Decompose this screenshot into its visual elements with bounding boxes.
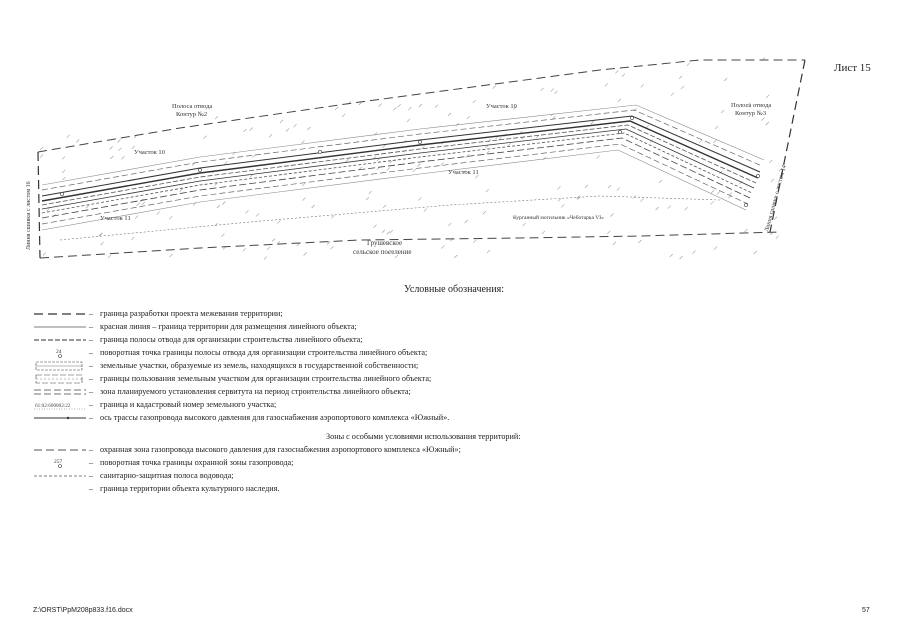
legend-item-usage-boundary: – границы пользования земельным участком…	[34, 374, 874, 386]
section-11-label-a: Участок 11	[448, 169, 479, 176]
legend-item-strip-boundary: – граница полосы отвода для организации …	[34, 335, 363, 344]
turning-points	[60, 116, 760, 207]
settlement-label-1: Грушевское	[367, 239, 402, 247]
legend-item-pipeline-axis: – ось трассы газопровода высокого давлен…	[34, 413, 874, 425]
heritage-boundary	[59, 195, 721, 241]
project-boundary	[37, 59, 805, 153]
matchline-left-line	[37, 151, 41, 259]
section-10-label-a: Участок 10	[134, 149, 165, 156]
legend-item-heritage-boundary: – граница территории объекта культурного…	[89, 484, 280, 493]
legend-item-red-line: – красная линия – граница территории для…	[34, 322, 357, 331]
legend-title: Условные обозначения:	[404, 284, 505, 295]
strip-left-label-2: Контур №2	[176, 111, 207, 118]
legend-item-water-strip: – санитарно-защитная полоса водовода;	[34, 471, 234, 480]
legend-item-zone-turning-point: 257 – поворотная точка границы охранной …	[54, 458, 294, 468]
legend-item-servitude-zone: – зона планируемого установления сервиту…	[34, 387, 411, 396]
matchline-right-line	[769, 59, 806, 233]
footer-file-path: Z:\ORST\PpM208p833.f16.docx	[33, 607, 133, 614]
legend-item-project-boundary: – граница разработки проекта межевания т…	[34, 309, 283, 318]
map-hatch	[39, 57, 783, 260]
page-number: 57	[862, 607, 870, 614]
settlement-label-2: сельское поселение	[353, 248, 412, 256]
svg-text:257: 257	[54, 459, 63, 465]
legend-item-cadastral: 61:02:600002:22 – граница и кадастровый …	[34, 400, 277, 410]
strip-right-label-2: Контур №3	[735, 110, 766, 117]
svg-text:24: 24	[56, 349, 62, 355]
legend-item-state-land: – земельные участки, образуемые из земел…	[34, 361, 874, 373]
strip-left-label-1: Полоса отвода	[172, 103, 212, 110]
matchline-right-label: Линия сшивки с листом 14	[764, 165, 788, 233]
svg-text:61:02:600002:22: 61:02:600002:22	[35, 403, 71, 409]
matchline-left-label: Линия сшивки с листом 16	[26, 181, 32, 250]
project-boundary-bottom	[39, 231, 781, 259]
legend-item-security-zone: – охранная зона газопровода высокого дав…	[34, 445, 461, 454]
sheet-label: Лист 15	[834, 62, 871, 74]
section-10-label-b: Участок 10	[486, 103, 517, 110]
section-11-label-b: Участок 11	[100, 215, 131, 222]
strip-right-label-1: Полоса отвода	[731, 102, 771, 109]
legend-item-turning-point: 24 – поворотная точка границы полосы отв…	[56, 348, 428, 358]
pipeline-corridor	[41, 104, 765, 231]
survey-map: Полоса отвода Контур №2 Полоса отвода Ко…	[26, 57, 806, 260]
zones-heading: Зоны с особыми условиями использования т…	[326, 432, 521, 441]
heritage-label: Курганный могильник «Чеботарка VI»	[513, 214, 604, 221]
